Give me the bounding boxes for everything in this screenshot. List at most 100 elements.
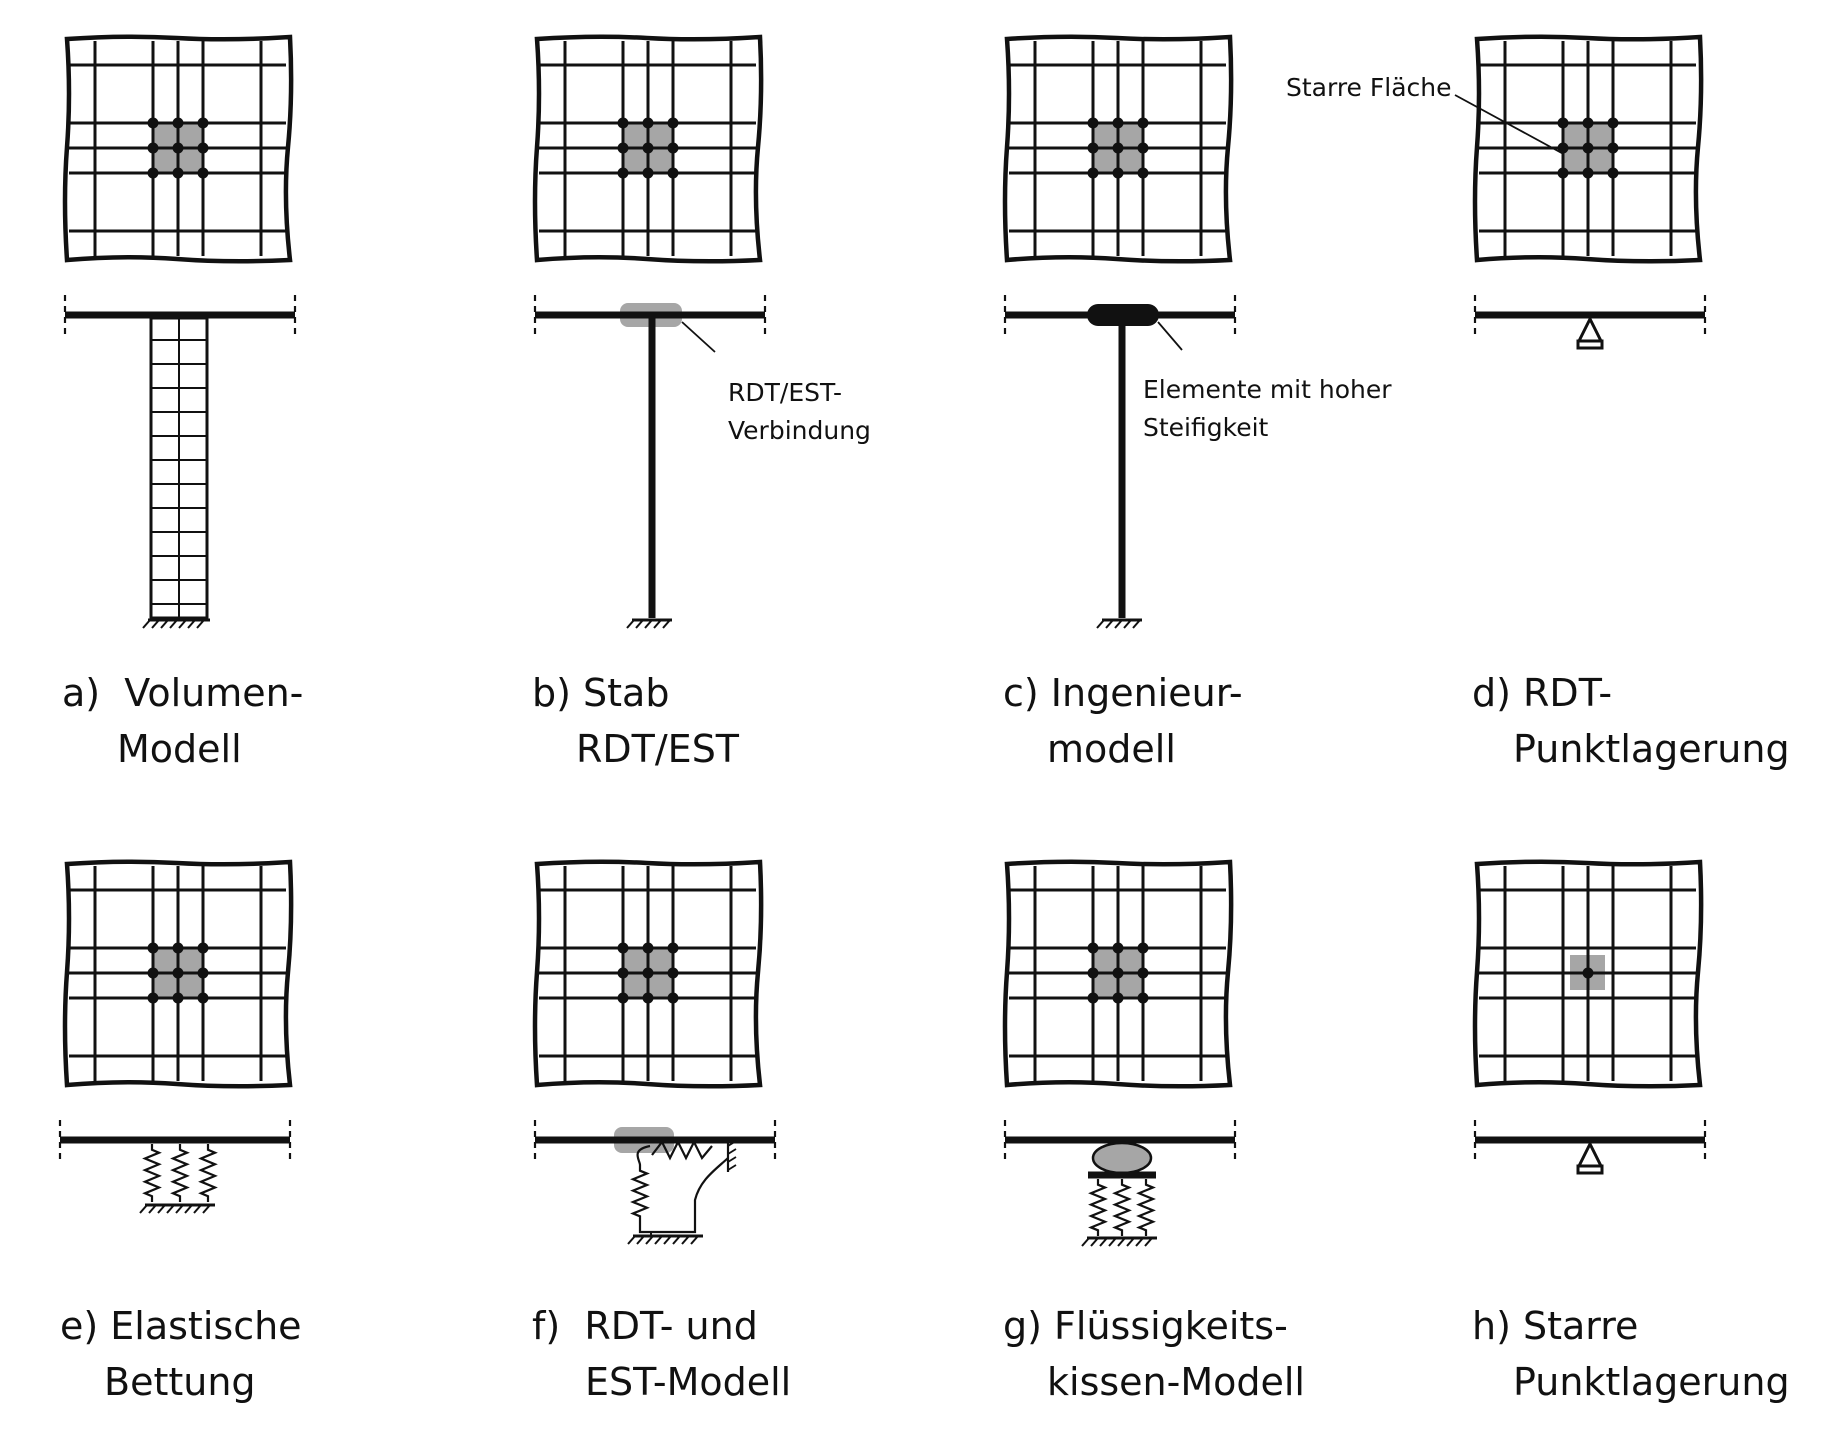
- caption-g-line1: g) Flüssigkeits-: [1003, 1304, 1288, 1348]
- node-point: [667, 167, 679, 179]
- hatch-mark: [672, 1235, 681, 1245]
- node-point: [172, 967, 184, 979]
- node-point: [1137, 117, 1149, 129]
- annotation-elemente-line2: Steifigkeit: [1143, 413, 1269, 442]
- frame-arc: [636, 1144, 651, 1166]
- caption-e-line2: Bettung: [104, 1360, 256, 1404]
- hatch-mark: [626, 619, 635, 629]
- hatch-mark: [636, 1235, 645, 1245]
- panel-e: [58, 1120, 292, 1214]
- node-point: [147, 942, 159, 954]
- node-point: [1112, 167, 1124, 179]
- node-point: [172, 142, 184, 154]
- spring: [1112, 1179, 1132, 1236]
- high-stiffness-element: [1087, 304, 1159, 326]
- hatch-mark: [1144, 1237, 1153, 1247]
- hatch-mark: [142, 619, 151, 629]
- caption-c-line1: c) Ingenieur-: [1003, 671, 1243, 715]
- plate-g: [1002, 859, 1234, 1089]
- hatch-mark: [1090, 1237, 1099, 1247]
- leader-line: [681, 321, 716, 353]
- node-point: [147, 967, 159, 979]
- hatch-mark: [654, 1235, 663, 1245]
- node-point: [147, 167, 159, 179]
- spring: [170, 1144, 190, 1202]
- hatch-mark: [635, 619, 644, 629]
- hatch-mark: [175, 1204, 184, 1214]
- hatch-mark: [1108, 1237, 1117, 1247]
- spring: [142, 1144, 162, 1202]
- plate-d: [1472, 34, 1704, 264]
- node-point: [1087, 167, 1099, 179]
- caption-a-line1: a) Volumen-: [62, 671, 304, 715]
- hatch-mark: [662, 619, 671, 629]
- plate-f: [532, 859, 764, 1089]
- node-point: [1087, 942, 1099, 954]
- hatch-mark: [627, 1235, 636, 1245]
- node-point: [1607, 167, 1619, 179]
- node-point: [172, 117, 184, 129]
- node-point: [667, 992, 679, 1004]
- panel-c: [1003, 295, 1237, 629]
- node-point: [642, 992, 654, 1004]
- hatch-mark: [1081, 1237, 1090, 1247]
- plate-border: [1002, 859, 1234, 1089]
- node-point: [172, 942, 184, 954]
- panel-a: [63, 295, 297, 629]
- caption-h-line2: Punktlagerung: [1513, 1360, 1790, 1404]
- hatch-mark: [157, 1204, 166, 1214]
- hatch-mark: [178, 619, 187, 629]
- spring: [1088, 1179, 1108, 1236]
- hatch-mark: [727, 1148, 737, 1155]
- caption-b-line2: RDT/EST: [576, 727, 740, 771]
- node-point: [1607, 142, 1619, 154]
- plate-border: [62, 34, 294, 264]
- hatch-mark: [193, 1204, 202, 1214]
- node-point: [1582, 142, 1594, 154]
- node-point: [1582, 167, 1594, 179]
- pin-support-base: [1576, 339, 1604, 350]
- node-point: [147, 142, 159, 154]
- hatch-mark: [139, 1204, 148, 1214]
- node-point: [172, 992, 184, 1004]
- node-point: [197, 967, 209, 979]
- node-point: [667, 942, 679, 954]
- node-point: [642, 167, 654, 179]
- pin-support-base: [1576, 1164, 1604, 1175]
- node-point: [1582, 117, 1594, 129]
- node-point: [197, 942, 209, 954]
- node-point: [667, 967, 679, 979]
- node-point: [172, 167, 184, 179]
- leader-line: [1157, 321, 1183, 351]
- plate-border: [532, 34, 764, 264]
- spring: [1136, 1179, 1156, 1236]
- panel-f: [533, 1120, 777, 1245]
- plate-border: [1472, 859, 1704, 1089]
- caption-d-line2: Punktlagerung: [1513, 727, 1790, 771]
- hatch-mark: [1126, 1237, 1135, 1247]
- hatch-mark: [1123, 619, 1132, 629]
- hatch-mark: [645, 1235, 654, 1245]
- node-point: [1087, 967, 1099, 979]
- node-point: [1557, 117, 1569, 129]
- hatch-mark: [169, 619, 178, 629]
- node-point: [642, 142, 654, 154]
- node-point: [617, 142, 629, 154]
- caption-e-line1: e) Elastische: [60, 1304, 302, 1348]
- node-point: [1137, 967, 1149, 979]
- node-point: [1087, 117, 1099, 129]
- panel-b: [533, 295, 767, 629]
- hatch-mark: [681, 1235, 690, 1245]
- hatch-mark: [166, 1204, 175, 1214]
- node-point: [1112, 142, 1124, 154]
- plate-e: [62, 859, 294, 1089]
- caption-a-line2: Modell: [117, 727, 242, 771]
- node-point: [1137, 167, 1149, 179]
- node-point: [147, 992, 159, 1004]
- plate-border: [62, 859, 294, 1089]
- hatch-mark: [727, 1156, 737, 1163]
- hatch-mark: [1096, 619, 1105, 629]
- plate-border: [1002, 34, 1234, 264]
- caption-g-line2: kissen-Modell: [1047, 1360, 1305, 1404]
- hatch-mark: [202, 1204, 211, 1214]
